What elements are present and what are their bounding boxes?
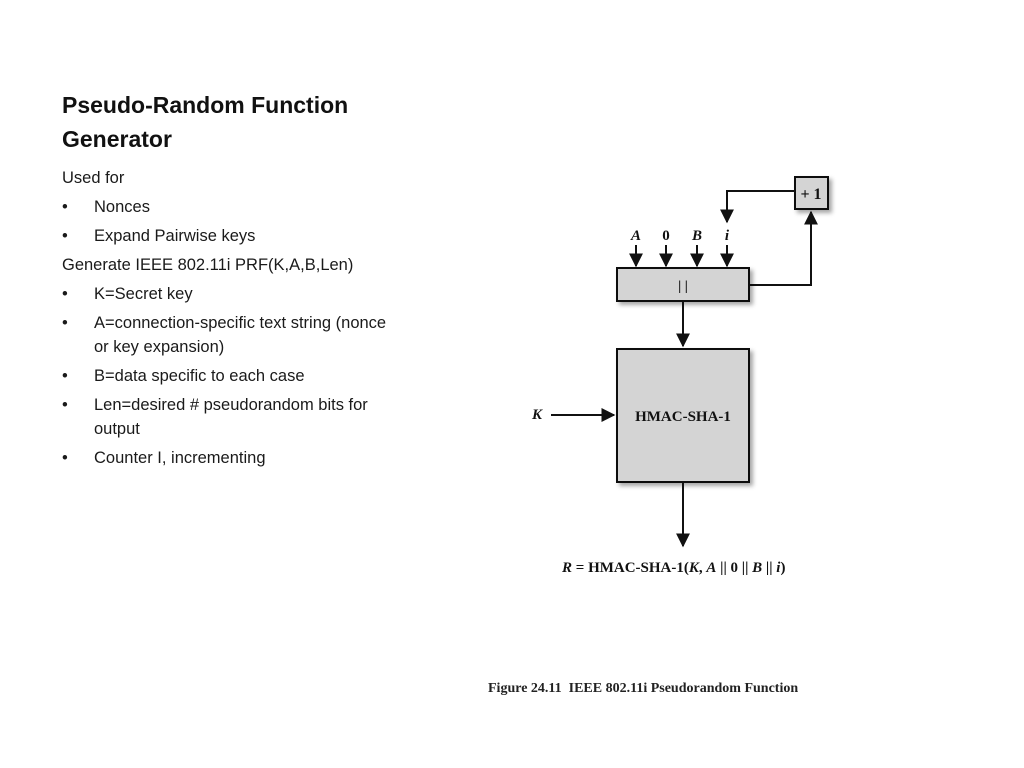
input-label-a: A (630, 228, 641, 244)
slide-title: Pseudo-Random Function Generator (62, 92, 349, 152)
feedback-line-up (750, 210, 818, 286)
bullet-expand-pairwise-keys: Expand Pairwise keys (62, 224, 392, 248)
output-b: B (751, 560, 762, 576)
output-eq: = HMAC-SHA-1( (572, 560, 689, 576)
body-line-generate-prf: Generate IEEE 802.11i PRF(K,A,B,Len) (62, 256, 354, 274)
input-label-i: i (725, 228, 730, 244)
figure-caption: Figure 24.11 IEEE 802.11i Pseudorandom F… (488, 681, 798, 696)
output-comma: , (699, 560, 707, 576)
bullet-a-connection-specific: A=connection-specific text string (nonce… (62, 311, 392, 359)
increment-box (794, 176, 829, 210)
bullet-counter-i: Counter I, incrementing (62, 446, 392, 470)
output-r: R (561, 560, 572, 576)
bullet-nonces: Nonces (62, 195, 392, 219)
concat-label: | | (678, 279, 688, 294)
output-equation: R = HMAC-SHA-1(K, A || 0 || B || i) (561, 560, 785, 576)
output-i: i (776, 560, 781, 576)
input-label-b: B (691, 228, 702, 244)
increment-label: + 1 (800, 186, 821, 203)
bullet-k-secret-key: K=Secret key (62, 282, 392, 306)
bullet-b-data-specific: B=data specific to each case (62, 364, 392, 388)
output-close: ) (780, 560, 785, 576)
feedback-line-to-i (720, 190, 795, 224)
hmac-box (616, 348, 750, 483)
input-label-0: 0 (662, 228, 670, 244)
slide-body: Used for Nonces Expand Pairwise keys Gen… (62, 166, 392, 475)
hmac-label: HMAC-SHA-1 (635, 409, 731, 425)
key-label: K (531, 407, 543, 423)
output-mid: || 0 || (716, 560, 752, 576)
body-line-used-for: Used for (62, 169, 125, 187)
output-a: A (705, 560, 716, 576)
concat-box (616, 267, 750, 302)
bullet-len-desired-bits: Len=desired # pseudorandom bits for outp… (62, 393, 392, 441)
output-k: K (688, 560, 700, 576)
output-sep: || (762, 560, 776, 576)
